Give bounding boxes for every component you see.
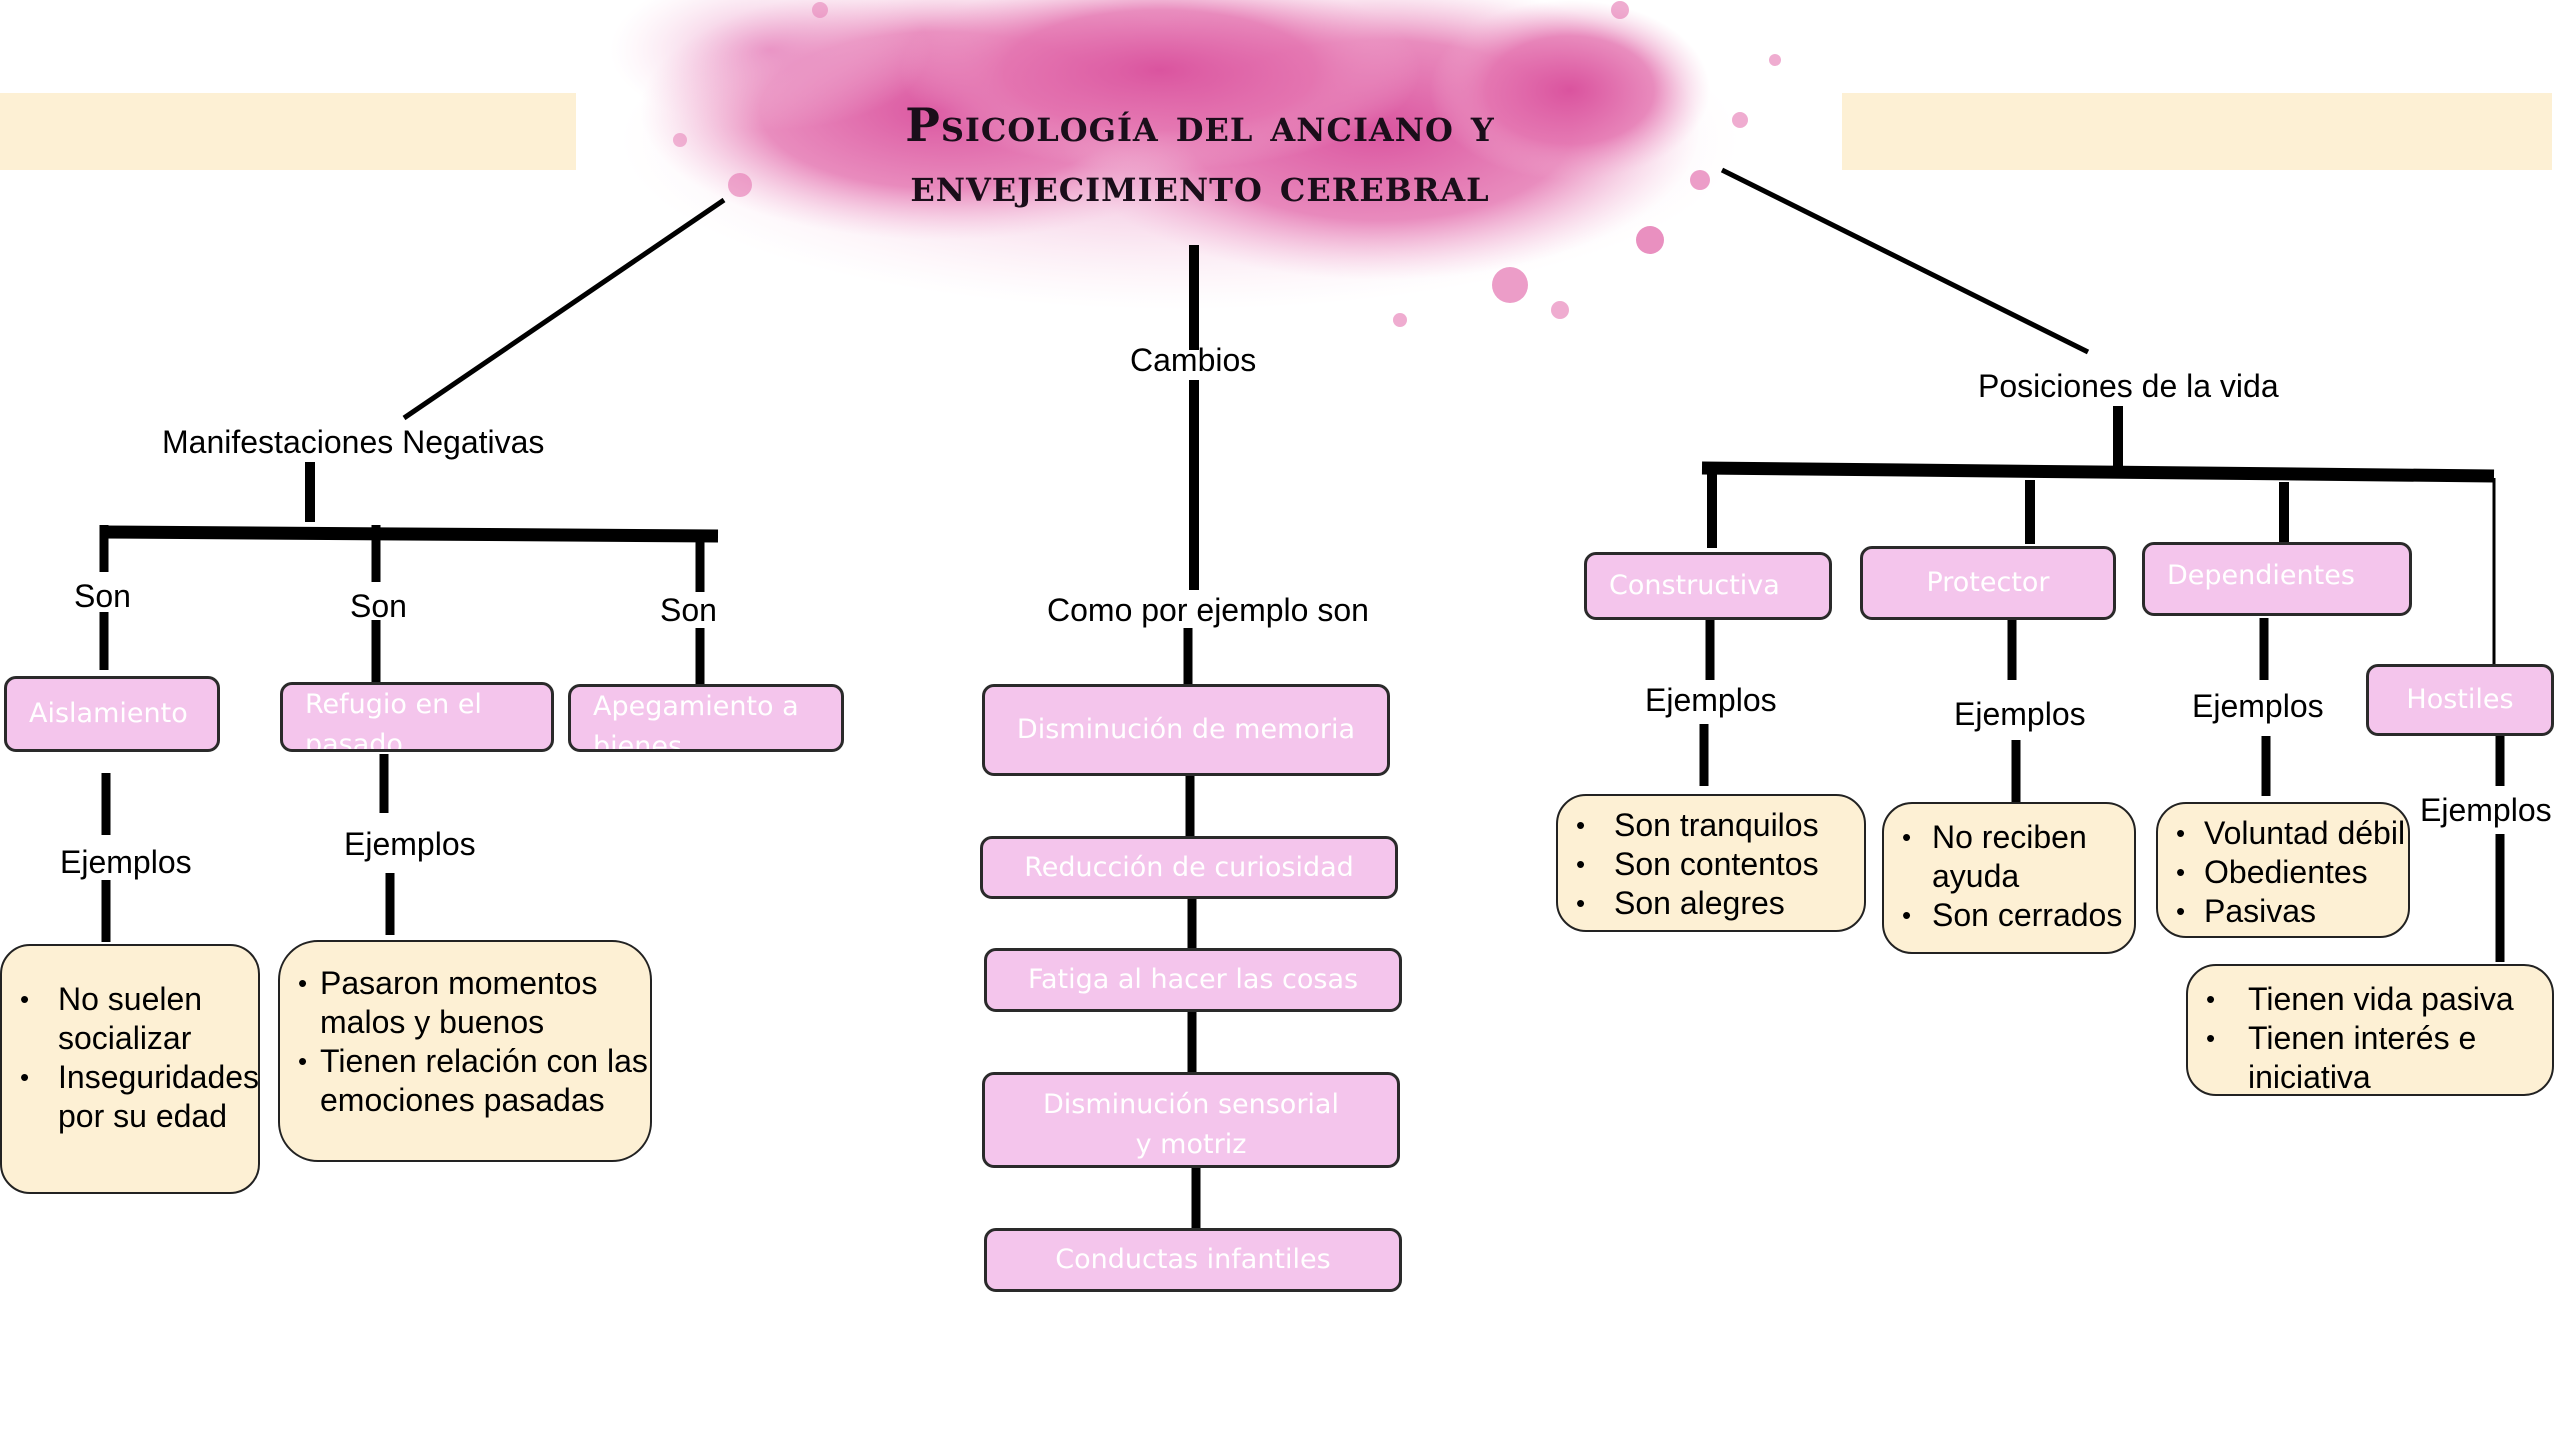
change-box-memoria: Disminución de memoria [982,684,1390,776]
examples-label: Ejemplos [2420,792,2552,828]
examples-box-constructiva: Son tranquilos Son contentos Son alegres [1556,794,1866,932]
branch-label-negative: Manifestaciones Negativas [162,424,545,460]
son-label: Son [350,588,407,624]
change-box-fatiga: Fatiga al hacer las cosas [984,948,1402,1012]
examples-label: Ejemplos [1954,696,2086,732]
examples-box-dependientes: Voluntad débil Obedientes Pasivas [2156,802,2410,938]
left-decor-band [0,93,576,170]
item-box-aislamiento: Aislamiento [4,676,220,752]
list-item: Obedientes [2158,853,2408,892]
change-box-conductas: Conductas infantiles [984,1228,1402,1292]
examples-box-protector: No reciben ayuda Son cerrados [1882,802,2136,954]
examples-box-refugio: Pasaron momentos malos y buenos Tienen r… [278,940,652,1162]
branch-label-examples-intro: Como por ejemplo son [1047,592,1369,628]
examples-label: Ejemplos [344,826,476,862]
title-line-1: Psicología del anciano y [905,98,1495,152]
list-item: Son cerrados [1884,896,2134,935]
diagram-title: Psicología del anciano y envejecimiento … [700,95,1700,215]
item-box-refugio: Refugio en el pasado [280,682,554,752]
list-item: Tienen relación con las emociones pasada… [280,1042,650,1120]
list-item: Tienen vida pasiva [2188,980,2552,1019]
change-box-curiosidad: Reducción de curiosidad [980,836,1398,899]
son-label: Son [74,578,131,614]
position-box-hostiles: Hostiles [2366,664,2554,736]
change-box-sensorial: Disminución sensorial y motriz [982,1072,1400,1168]
list-item: Pasaron momentos malos y buenos [280,964,650,1042]
watercolor-splash [610,0,1781,327]
position-box-protector: Protector [1860,546,2116,620]
right-decor-band [1842,93,2552,170]
position-box-dependientes: Dependientes [2142,542,2412,616]
list-item: Tienen interés e iniciativa [2188,1019,2552,1097]
list-item: No reciben ayuda [1884,818,2134,896]
examples-label: Ejemplos [1645,682,1777,718]
item-box-apegamiento: Apegamiento a bienes [568,684,844,752]
list-item: No suelen socializar [2,980,258,1058]
examples-label: Ejemplos [60,844,192,880]
list-item: Pasivas [2158,892,2408,931]
examples-box-hostiles: Tienen vida pasiva Tienen interés e inic… [2186,964,2554,1096]
examples-box-aislamiento: No suelen socializar Inseguridades por s… [0,944,260,1194]
list-item: Son contentos [1558,845,1864,884]
list-item: Son tranquilos [1558,806,1864,845]
branch-label-life-positions: Posiciones de la vida [1978,368,2279,404]
title-line-2: envejecimiento cerebral [910,158,1490,212]
list-item: Voluntad débil [2158,814,2408,853]
list-item: Son alegres [1558,884,1864,923]
examples-label: Ejemplos [2192,688,2324,724]
list-item: Inseguridades por su edad [2,1058,259,1136]
son-label: Son [660,592,717,628]
position-box-constructiva: Constructiva [1584,552,1832,620]
branch-label-changes: Cambios [1130,342,1257,378]
